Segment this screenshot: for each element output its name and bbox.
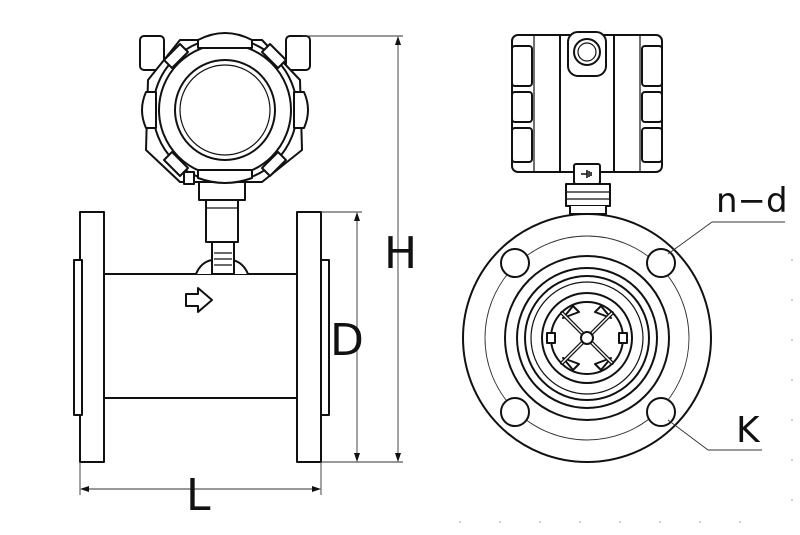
- end-view: [459, 31, 793, 523]
- transmitter-housing-side: [511, 31, 663, 173]
- bolt-holes: [500, 248, 676, 427]
- dotted-border: [459, 259, 793, 523]
- label-K: K: [736, 410, 761, 451]
- label-H: H: [384, 228, 417, 279]
- dimension-H: [302, 35, 403, 463]
- side-view: [73, 32, 403, 495]
- right-flange: [296, 211, 330, 463]
- rotor-impeller: [546, 301, 628, 375]
- neck: [565, 183, 611, 215]
- sensor-stem: [195, 177, 249, 275]
- label-L: L: [186, 470, 211, 521]
- dimension-L: [79, 462, 322, 495]
- left-flange: [73, 211, 105, 463]
- label-n-d: n−d: [716, 181, 788, 221]
- leader-K: [667, 419, 762, 451]
- flow-direction-arrow-icon: [185, 287, 213, 313]
- leader-n-d: [667, 221, 785, 255]
- label-D: D: [330, 315, 364, 366]
- transmitter-housing-front: [139, 32, 311, 185]
- ground-symbol-icon: [573, 163, 601, 185]
